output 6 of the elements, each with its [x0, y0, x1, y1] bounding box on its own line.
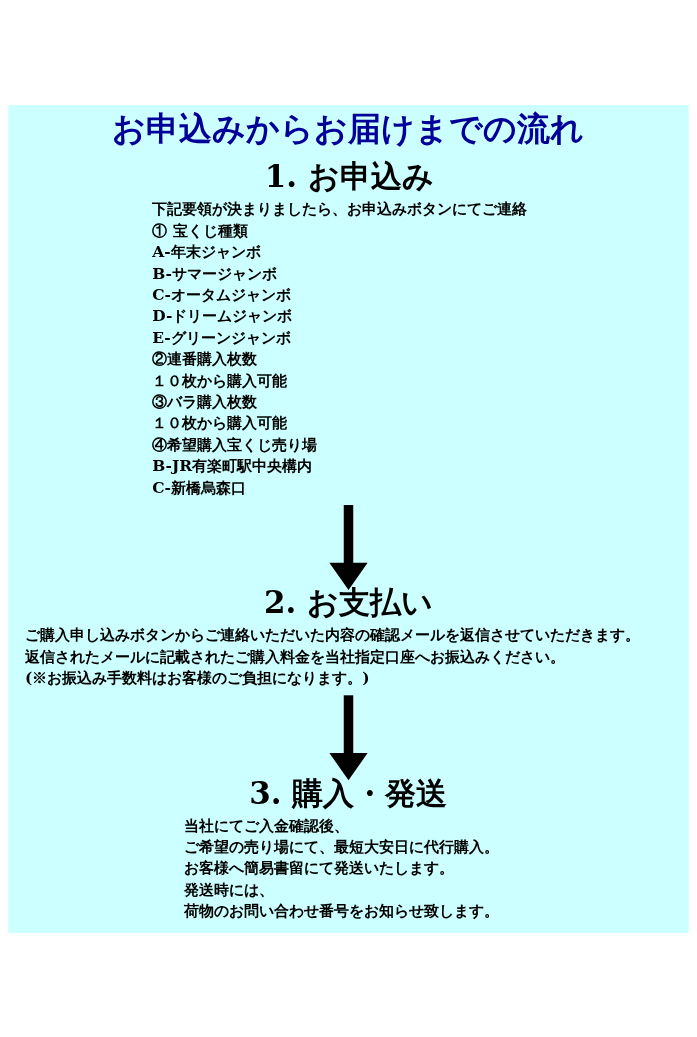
node-text: 2. お支払い ご購入申し込みボタンからご連絡いただいた内容の確認メールを返信させていただきます。 返信されたメールに記載されたご購入料金を当社指定口座へお振込みください。 (※お振込み手数料はお客様のご負担になります。) — [24, 583, 640, 687]
arrow — [329, 504, 368, 590]
arrow — [329, 694, 368, 780]
node-text: 3. 購入・発送 当社にてご入金確認後、 ご希望の売り場にて、最短大安日に代行購入。 お客様へ簡易書留にて発送いたします。 発送時には、 荷物のお問い合わせ番号をお知らせ致します。 — [184, 774, 500, 920]
diagram-title: お申込みからお届けまでの流れ — [112, 108, 585, 148]
node-text: 1. お申込み 下記要領が決まりましたら、お申込みボタンにてご連絡 ① 宝くじ種類 A-年末ジャンボ B-サマージャンボ C-オータムジャンボ D-ドリームジャンボ E-グリーンジャンボ ②連番購入枚数 １０枚から購入可能 ③バラ購入枚数 １０枚から購入可能 ④希望購入宝くじ売り場 B-JR有楽町駅中央構内 C-新橋烏森口 — [152, 157, 528, 497]
